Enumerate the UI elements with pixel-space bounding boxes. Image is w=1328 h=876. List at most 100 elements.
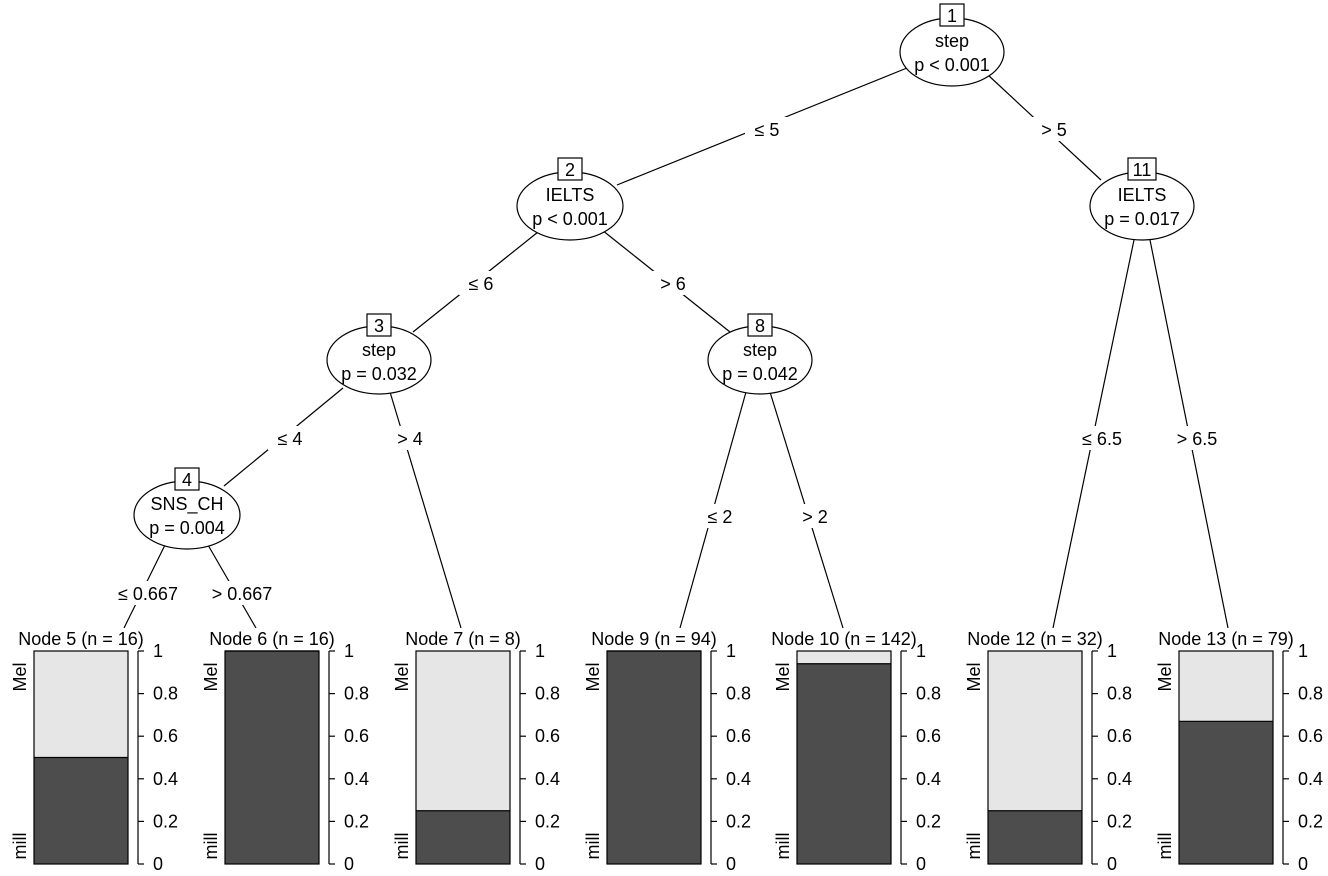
bar-frame (606, 650, 702, 865)
node-11-id: 11 (1133, 160, 1152, 180)
axis-tick-label: 0 (344, 854, 354, 874)
axis-tick-label: 0.6 (916, 726, 941, 746)
node-title: Node 13 (n = 79) (1158, 629, 1294, 649)
node-title: Node 5 (n = 16) (18, 629, 144, 649)
class-label-top: Mel (964, 662, 984, 691)
class-label-top: Mel (201, 662, 221, 691)
class-label-top: Mel (392, 662, 412, 691)
edge-label-3-4: ≤ 4 (278, 429, 303, 449)
edge-label-11-12: ≤ 6.5 (1082, 429, 1122, 449)
node-title: Node 7 (n = 8) (405, 629, 521, 649)
bar-segment-mill (607, 651, 701, 864)
bar-frame (987, 650, 1083, 865)
bar-segment-mill (1179, 721, 1273, 864)
class-label-bottom: mill (1155, 833, 1175, 860)
axis-tick-label: 1 (344, 641, 354, 661)
node-3-variable: step (362, 340, 396, 360)
node-4: 4 SNS_CH p = 0.004 (133, 467, 241, 550)
node-4-pvalue: p = 0.004 (149, 518, 225, 538)
node-2: 2 IELTS p < 0.001 (516, 157, 624, 241)
node-title: Node 10 (n = 142) (771, 629, 917, 649)
class-label-bottom: mill (201, 833, 221, 860)
edge-label-4-5: ≤ 0.667 (118, 584, 178, 604)
bar-segment-mill (225, 651, 319, 864)
axis-tick-label: 0.6 (1107, 726, 1132, 746)
axis-tick-label: 0 (916, 854, 926, 874)
bar-frame (796, 650, 892, 865)
axis-tick-label: 1 (726, 641, 736, 661)
bar-segment-mill (988, 810, 1082, 864)
edge-label-3-7: > 4 (397, 429, 423, 449)
axis-tick-label: 1 (1298, 641, 1308, 661)
axis-tick-label: 0 (1298, 854, 1308, 874)
node-1-id: 1 (947, 6, 957, 26)
axis-tick-label: 1 (153, 641, 163, 661)
node-2-id: 2 (565, 160, 575, 180)
terminal-nodes: Node 5 (n = 16) 1 0.8 0.6 0.4 0.2 0 Mel mill Node… (10, 628, 1323, 874)
axis-tick-label: 0.2 (726, 811, 751, 831)
axis-tick-label: 0.4 (344, 769, 369, 789)
node-title: Node 9 (n = 94) (591, 629, 717, 649)
axis-tick-label: 0.6 (153, 726, 178, 746)
axis-tick-label: 0.4 (1298, 769, 1323, 789)
bar-segment-mel (988, 651, 1082, 811)
axis-tick-label: 0.8 (726, 684, 751, 704)
axis-tick-label: 0.4 (535, 769, 560, 789)
node-1-pvalue: p < 0.001 (914, 55, 990, 75)
axis-tick-label: 0.6 (1298, 726, 1323, 746)
bar-frame (224, 650, 320, 865)
axis-tick-label: 0 (153, 854, 163, 874)
axis-tick-label: 0.2 (1298, 811, 1323, 831)
node-3: 3 step p = 0.032 (326, 313, 432, 395)
class-label-bottom: mill (10, 833, 30, 860)
node-4-variable: SNS_CH (150, 494, 223, 515)
bar-segment-mel (416, 651, 510, 811)
axis-tick-label: 0.6 (726, 726, 751, 746)
axis-tick-label: 0.2 (153, 811, 178, 831)
bar-segment-mill (416, 810, 510, 864)
axis-tick-label: 0 (535, 854, 545, 874)
class-label-bottom: mill (964, 833, 984, 860)
edge-label-2-8: > 6 (660, 274, 686, 294)
edge-label-8-10: > 2 (802, 507, 828, 527)
axis-tick-label: 0.2 (916, 811, 941, 831)
axis-tick-label: 0 (726, 854, 736, 874)
axis-tick-label: 1 (1107, 641, 1117, 661)
axis-tick-label: 1 (535, 641, 545, 661)
class-label-bottom: mill (392, 833, 412, 860)
node-1-variable: step (935, 31, 969, 51)
node-2-variable: IELTS (546, 185, 595, 205)
edge-label-2-3: ≤ 6 (469, 274, 494, 294)
class-label-top: Mel (10, 662, 30, 691)
bar-segment-mill (797, 663, 891, 864)
bar-segment-mel (1179, 651, 1273, 722)
bar-frame (415, 650, 511, 865)
node-8-id: 8 (755, 316, 765, 336)
node-title: Node 12 (n = 32) (967, 629, 1103, 649)
node-3-id: 3 (374, 316, 384, 336)
node-1: 1 step p < 0.001 (899, 3, 1005, 87)
class-label-top: Mel (583, 662, 603, 691)
node-11-pvalue: p = 0.017 (1104, 209, 1180, 229)
axis-tick-label: 0.4 (916, 769, 941, 789)
axis-tick-label: 0.2 (535, 811, 560, 831)
bar-segment-mel (34, 651, 128, 758)
axis-tick-label: 0.2 (1107, 811, 1132, 831)
bar-segment-mill (34, 757, 128, 864)
axis-tick-label: 0.8 (1107, 684, 1132, 704)
bar-frame (1178, 650, 1274, 865)
node-title: Node 6 (n = 16) (209, 629, 335, 649)
class-label-top: Mel (773, 662, 793, 691)
edge-label-1-11: > 5 (1041, 120, 1067, 140)
axis-tick-label: 0.8 (535, 684, 560, 704)
node-4-id: 4 (182, 470, 192, 490)
class-label-bottom: mill (583, 833, 603, 860)
node-8: 8 step p = 0.042 (707, 313, 813, 395)
